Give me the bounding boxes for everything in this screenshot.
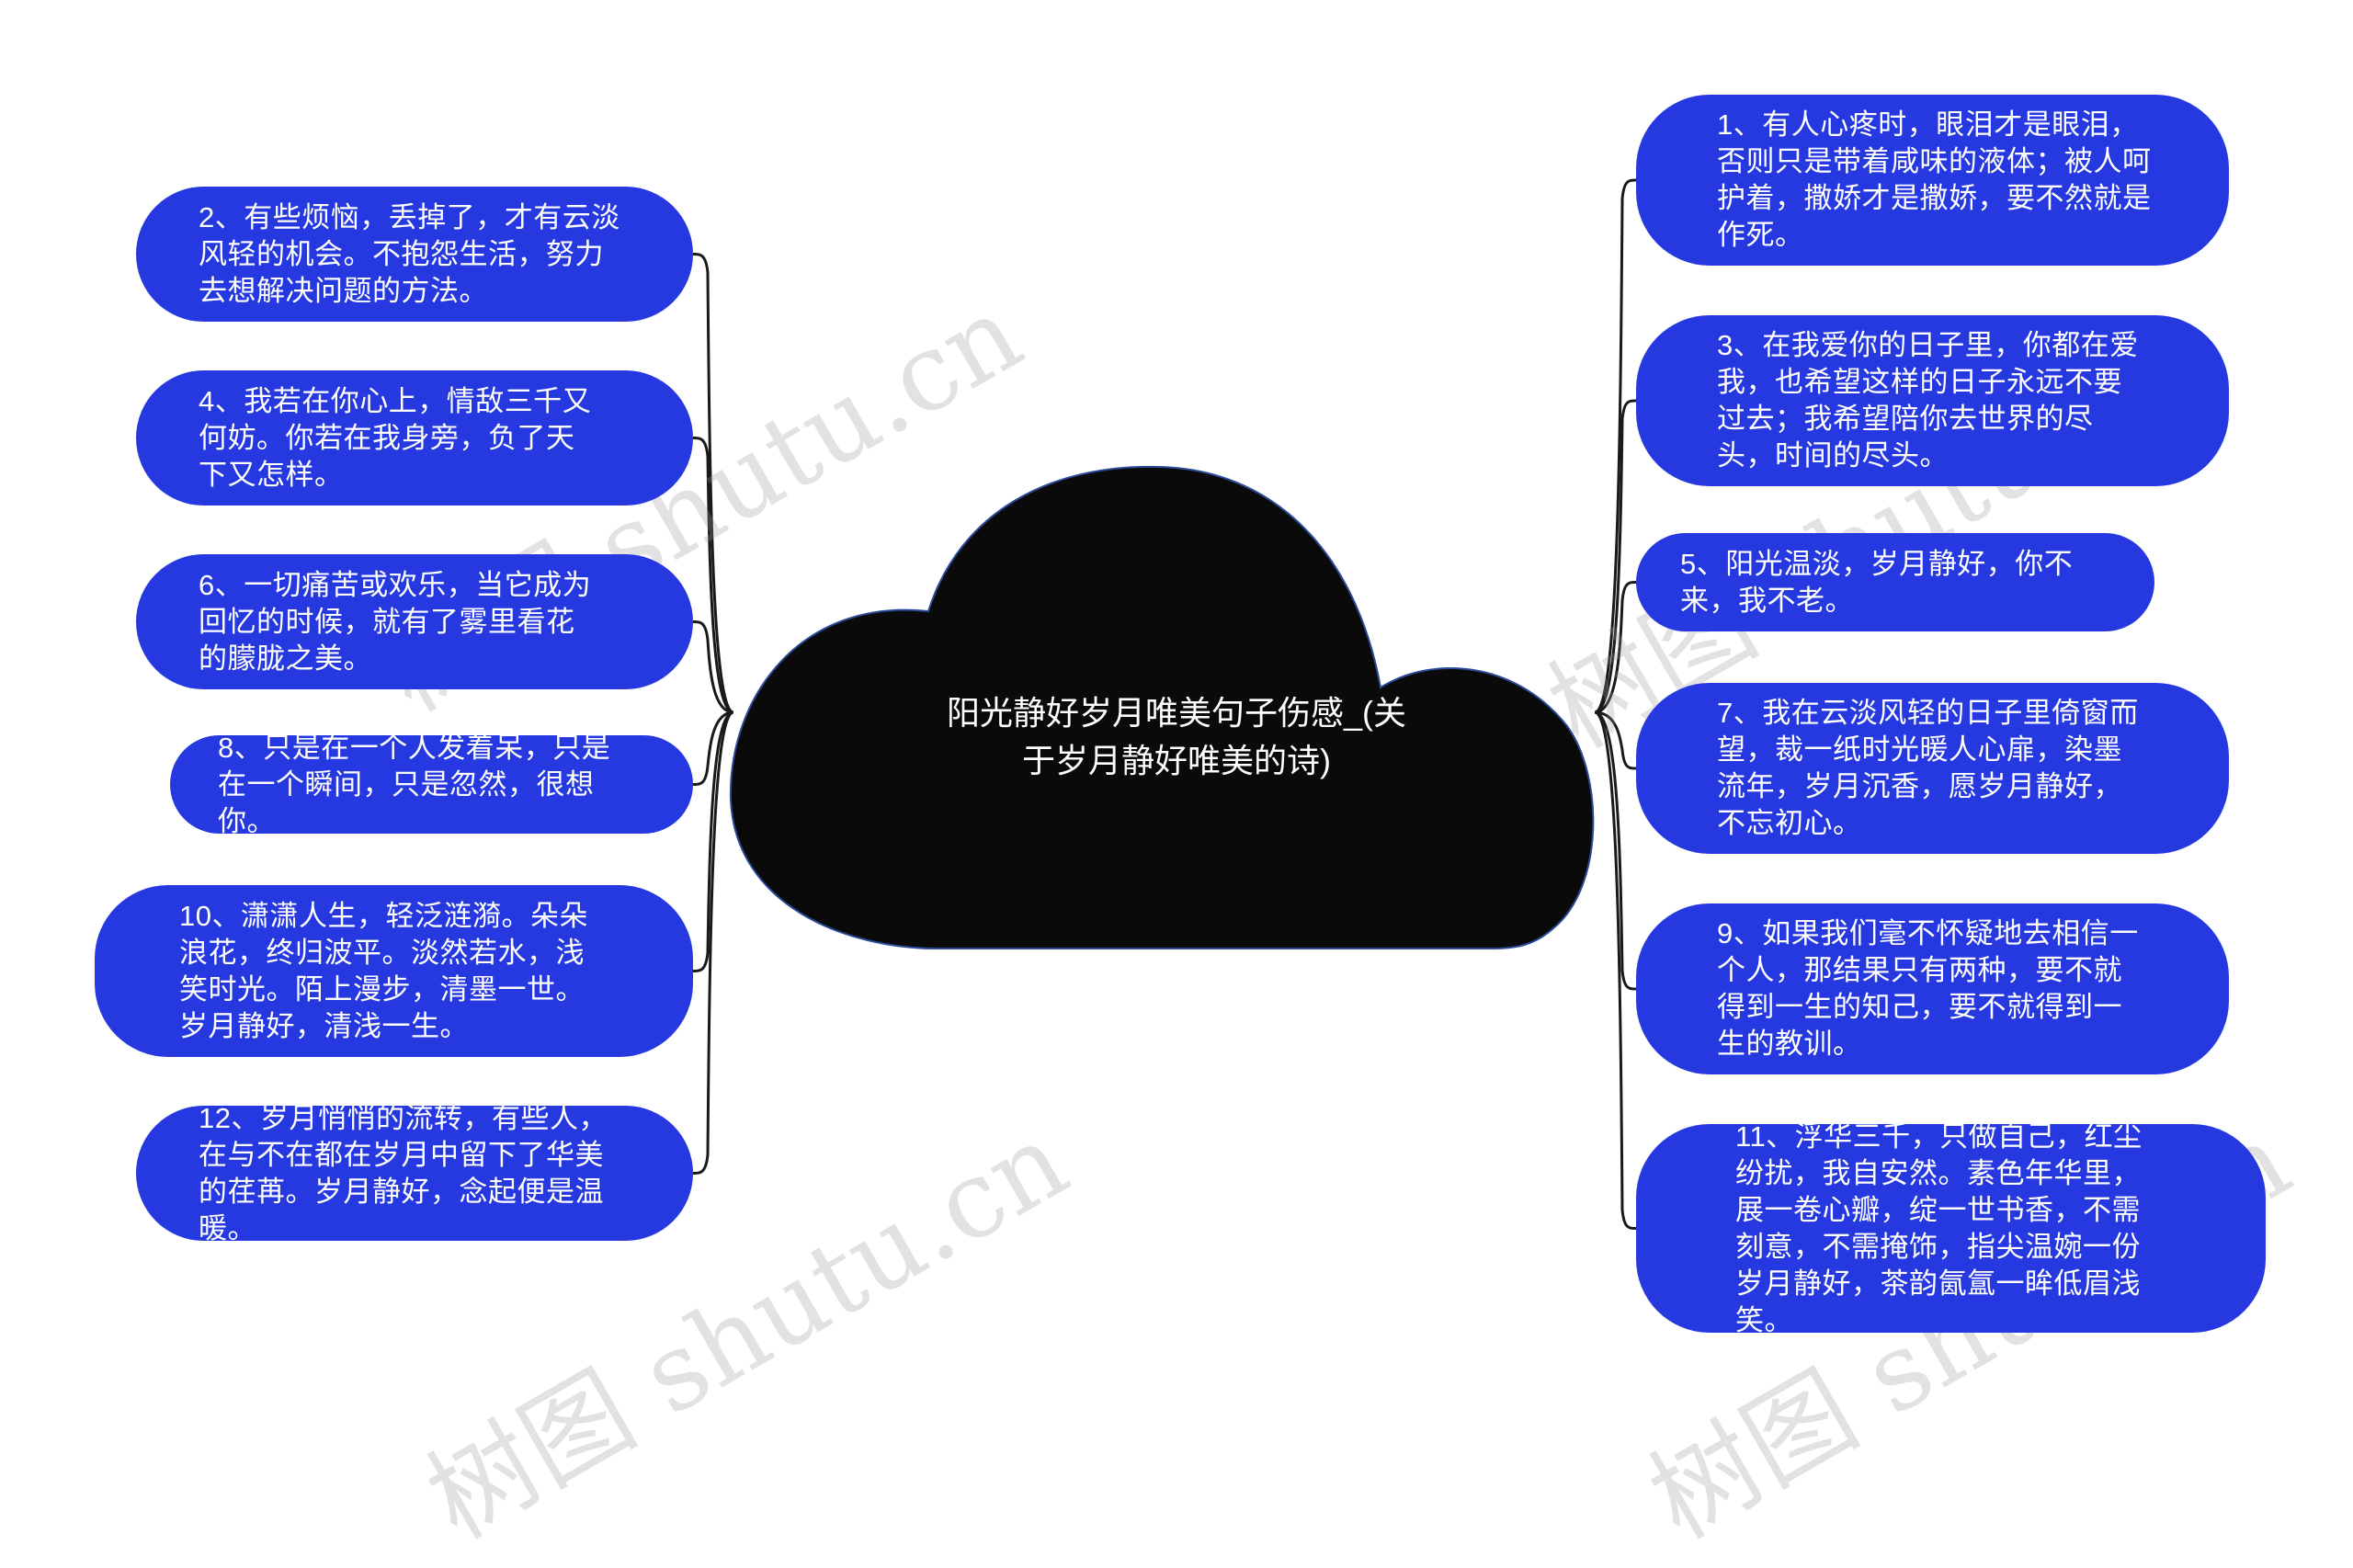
left-topic-node-10[interactable]: 10、潇潇人生，轻泛涟漪。朵朵浪花，终归波平。淡然若水，浅笑时光。陌上漫步，清墨… bbox=[95, 885, 693, 1057]
mind-map-canvas bbox=[692, 178, 1637, 1230]
right-topic-node-5[interactable]: 5、阳光温淡，岁月静好，你不来，我不老。 bbox=[1636, 533, 2154, 631]
connector-left-2 bbox=[692, 253, 734, 714]
left-topic-node-12[interactable]: 12、岁月悄悄的流转，有些人，在与不在都在岁月中留下了华美的荏苒。岁月静好，念起… bbox=[136, 1102, 693, 1244]
topic-text: 8、只是在一个人发着呆，只是在一个瞬间，只是忽然，很想你。 bbox=[218, 731, 611, 837]
connector-right-3 bbox=[1594, 399, 1637, 714]
right-topic-node-1[interactable]: 1、有人心疼时，眼泪才是眼泪，否则只是带着咸味的液体；被人呵护着，撒娇才是撒娇，… bbox=[1636, 95, 2229, 266]
right-topic-node-3[interactable]: 3、在我爱你的日子里，你都在爱我，也希望这样的日子永远不要过去；我希望陪你去世界… bbox=[1636, 315, 2229, 486]
topic-text: 12、岁月悄悄的流转，有些人，在与不在都在岁月中留下了华美的荏苒。岁月静好，念起… bbox=[199, 1101, 608, 1244]
topic-text: 7、我在云淡风轻的日子里倚窗而望，裁一纸时光暖人心扉，染墨流年，岁月沉香，愿岁月… bbox=[1717, 697, 2139, 839]
connector-right-11 bbox=[1594, 710, 1637, 1230]
connector-right-5 bbox=[1594, 581, 1637, 714]
connector-left-4 bbox=[692, 437, 734, 714]
right-topic-node-9[interactable]: 9、如果我们毫不怀疑地去相信一个人，那结果只有两种，要不就得到一生的知己，要不就… bbox=[1636, 903, 2229, 1074]
topic-text: 5、阳光温淡，岁月静好，你不来，我不老。 bbox=[1680, 547, 2074, 617]
connector-right-7 bbox=[1594, 710, 1637, 770]
connector-right-1 bbox=[1594, 178, 1637, 714]
topic-text: 11、浮华三千，只做自己，红尘纷扰，我自安然。素色年华里，展一卷心瓣，绽一世书香… bbox=[1735, 1119, 2143, 1336]
left-topic-node-8[interactable]: 8、只是在一个人发着呆，只是在一个瞬间，只是忽然，很想你。 bbox=[170, 732, 693, 837]
topic-text: 1、有人心疼时，眼泪才是眼泪，否则只是带着咸味的液体；被人呵护着，撒娇才是撒娇，… bbox=[1717, 108, 2152, 251]
topic-text: 2、有些烦恼，丢掉了，才有云淡风轻的机会。不抱怨生活，努力去想解决问题的方法。 bbox=[199, 200, 620, 307]
connector-left-6 bbox=[692, 620, 734, 714]
left-topic-node-2[interactable]: 2、有些烦恼，丢掉了，才有云淡风轻的机会。不抱怨生活，努力去想解决问题的方法。 bbox=[136, 187, 693, 322]
central-topic-title: 阳光静好岁月唯美句子伤感_(关于岁月静好唯美的诗) bbox=[946, 694, 1406, 779]
connector-left-12 bbox=[692, 710, 734, 1175]
topic-text: 3、在我爱你的日子里，你都在爱我，也希望这样的日子永远不要过去；我希望陪你去世界… bbox=[1717, 329, 2139, 472]
left-topic-node-4[interactable]: 4、我若在你心上，情敌三千又何妨。你若在我身旁，负了天下又怎样。 bbox=[136, 370, 693, 506]
center-cloud-shape[interactable] bbox=[729, 465, 1595, 949]
connector-left-10 bbox=[692, 710, 734, 972]
topic-text: 6、一切痛苦或欢乐，当它成为回忆的时候，就有了雾里看花的朦胧之美。 bbox=[199, 568, 592, 675]
topic-text: 10、潇潇人生，轻泛涟漪。朵朵浪花，终归波平。淡然若水，浅笑时光。陌上漫步，清墨… bbox=[179, 899, 588, 1042]
right-topic-node-7[interactable]: 7、我在云淡风轻的日子里倚窗而望，裁一纸时光暖人心扉，染墨流年，岁月沉香，愿岁月… bbox=[1636, 683, 2229, 854]
left-topic-node-6[interactable]: 6、一切痛苦或欢乐，当它成为回忆的时候，就有了雾里看花的朦胧之美。 bbox=[136, 554, 693, 689]
connector-lines bbox=[692, 178, 1637, 1230]
topic-text: 4、我若在你心上，情敌三千又何妨。你若在我身旁，负了天下又怎样。 bbox=[199, 384, 592, 491]
right-topic-node-11[interactable]: 11、浮华三千，只做自己，红尘纷扰，我自安然。素色年华里，展一卷心瓣，绽一世书香… bbox=[1636, 1120, 2266, 1336]
connector-left-8 bbox=[692, 710, 734, 786]
connector-right-9 bbox=[1594, 710, 1637, 991]
topic-text: 9、如果我们毫不怀疑地去相信一个人，那结果只有两种，要不就得到一生的知己，要不就… bbox=[1717, 917, 2139, 1060]
